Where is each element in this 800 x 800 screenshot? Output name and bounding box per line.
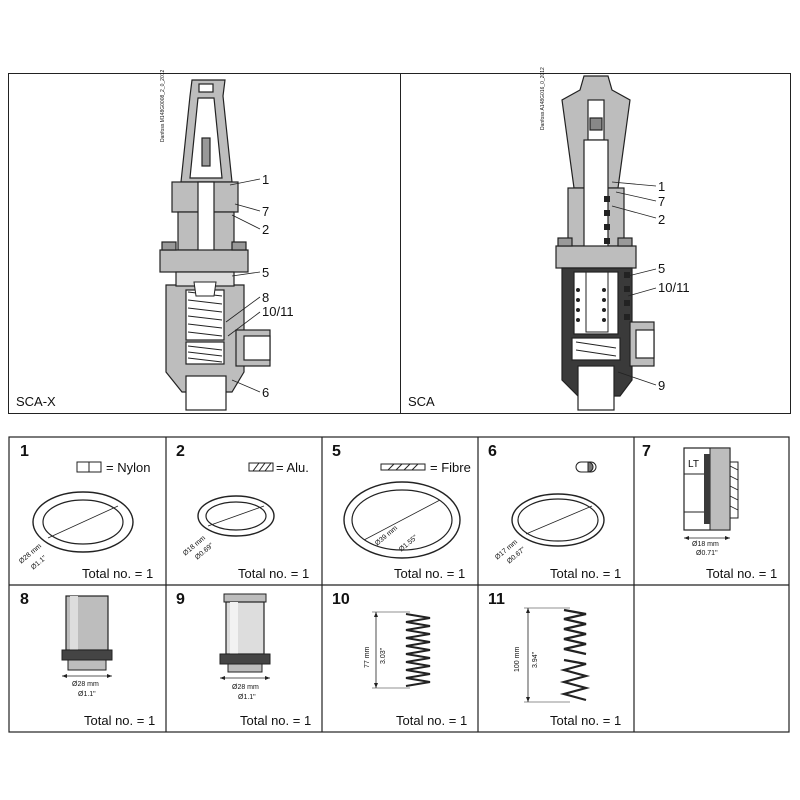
dim-inch: 3.03" [380, 647, 387, 664]
sca-x-callout-10-11: 10/11 [262, 304, 294, 319]
sca-valve-cross-section [555, 75, 657, 411]
fibre-gasket-ring [343, 481, 461, 559]
part-number: 11 [488, 591, 505, 608]
dim-mm: 77 mm [364, 646, 371, 668]
sca-callout-7: 7 [658, 194, 666, 209]
sca-callout-5: 5 [658, 261, 666, 276]
alu-gasket-ring [197, 495, 275, 537]
dim-mm: Ø18 mm [692, 541, 719, 548]
sca-x-valve-cross-section [159, 79, 271, 411]
sca-x-callout-6: 6 [262, 385, 270, 400]
total-count: Total no. = 1 [550, 713, 622, 728]
alu-material-icon [248, 462, 274, 472]
part-number: 1 [20, 443, 29, 460]
valve-cone-9-drawing [219, 593, 271, 680]
total-count: Total no. = 1 [396, 713, 468, 728]
dim-inch: 3.94" [532, 651, 539, 668]
sca-x-label: SCA-X [16, 394, 56, 409]
part-number: 9 [176, 591, 185, 608]
nylon-material-icon [76, 461, 102, 473]
total-count: Total no. = 1 [394, 566, 466, 581]
dimension-line [684, 536, 730, 540]
dim-mm: 100 mm [514, 646, 521, 672]
steel-material-icon [575, 461, 597, 473]
valve-cone-8-drawing [61, 595, 113, 678]
total-count: Total no. = 1 [238, 566, 310, 581]
material-label: = Nylon [106, 460, 151, 475]
material-label: = Fibre [430, 460, 471, 475]
nylon-gasket-ring [32, 491, 134, 553]
sca-label: SCA [408, 394, 435, 409]
sca-x-callout-7: 7 [262, 204, 270, 219]
dim-mm: Ø28 mm [232, 684, 259, 691]
part-number: 5 [332, 443, 341, 460]
part-number: 7 [642, 443, 651, 460]
part-number: 8 [20, 591, 29, 608]
total-count: Total no. = 1 [84, 713, 156, 728]
dim-inch: Ø0.71" [696, 550, 718, 557]
total-count: Total no. = 1 [550, 566, 622, 581]
sca-x-callout-5: 5 [262, 265, 270, 280]
sca-x-callout-8: 8 [262, 290, 270, 305]
sca-x-callout-2: 2 [262, 222, 270, 237]
total-count: Total no. = 1 [240, 713, 312, 728]
fibre-material-icon [380, 463, 426, 471]
steel-gasket-ring [511, 493, 605, 547]
total-count: Total no. = 1 [706, 566, 778, 581]
sca-callout-2: 2 [658, 212, 666, 227]
dim-inch: Ø1.1" [78, 691, 96, 698]
sca-x-callout-1: 1 [262, 172, 270, 187]
sca-callout-1: 1 [658, 179, 666, 194]
part-number: 2 [176, 443, 185, 460]
dim-mm: Ø28 mm [72, 681, 99, 688]
part-number: 6 [488, 443, 497, 460]
spring-10-drawing [372, 611, 431, 689]
empty-cell [635, 586, 788, 731]
sca-callout-10-11: 10/11 [658, 280, 690, 295]
total-count: Total no. = 1 [82, 566, 154, 581]
packing-tag: LT [688, 459, 699, 470]
spring-11-drawing [524, 607, 591, 703]
part-number: 10 [332, 591, 350, 608]
sca-callout-9: 9 [658, 378, 666, 393]
packing-gland-drawing [683, 447, 739, 531]
dim-inch: Ø1.1" [238, 694, 256, 701]
material-label: = Alu. [276, 460, 309, 475]
sca-drawing-panel [400, 73, 791, 414]
